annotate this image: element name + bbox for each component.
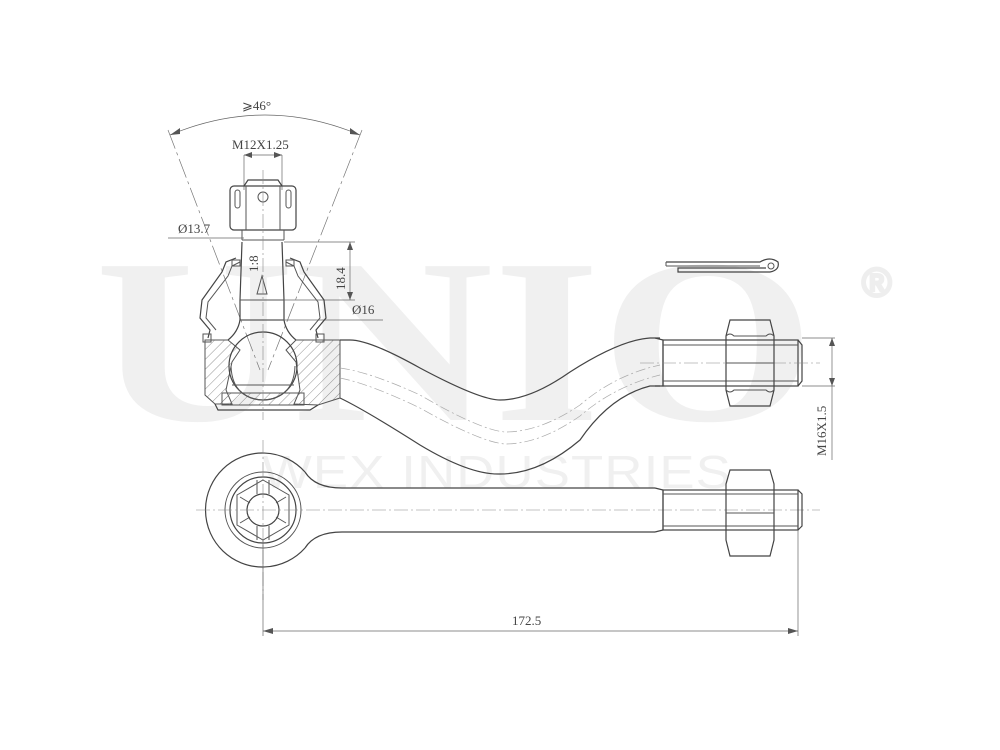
- stud-thread-label: M12X1.25: [232, 137, 289, 152]
- taper-diameter-label: Ø16: [352, 302, 375, 317]
- hex-nut-top: [725, 469, 775, 557]
- taper-label: 1:8: [246, 255, 261, 272]
- housing-section: [204, 331, 341, 411]
- taper-length-dimension: 18.4: [284, 241, 355, 301]
- watermark-registered-icon: ®: [862, 261, 891, 305]
- threaded-end-top: [654, 487, 803, 533]
- taper-length-label: 18.4: [333, 267, 348, 290]
- overall-length-label: 172.5: [512, 613, 541, 628]
- angle-dimension: ⩾46°: [167, 98, 363, 371]
- watermark-company: WEX INDUSTRIES: [262, 446, 732, 498]
- cotter-pin: [665, 258, 779, 273]
- taper-diameter-dimension: Ø16: [240, 302, 383, 321]
- rod-thread-label: M16X1.5: [814, 406, 829, 456]
- tie-rod-arm-side: [339, 337, 661, 475]
- hex-nut-side: [725, 319, 775, 407]
- stud-diameter-dimension: Ø13.7: [168, 221, 244, 239]
- stud-diameter-label: Ø13.7: [178, 221, 211, 236]
- dust-boot: [199, 257, 327, 343]
- overall-length-dimension: 172.5: [262, 530, 799, 636]
- rod-thread-dimension: M16X1.5: [802, 337, 835, 460]
- stud-thread-dimension: M12X1.25: [232, 137, 289, 190]
- angle-label: ⩾46°: [242, 98, 271, 113]
